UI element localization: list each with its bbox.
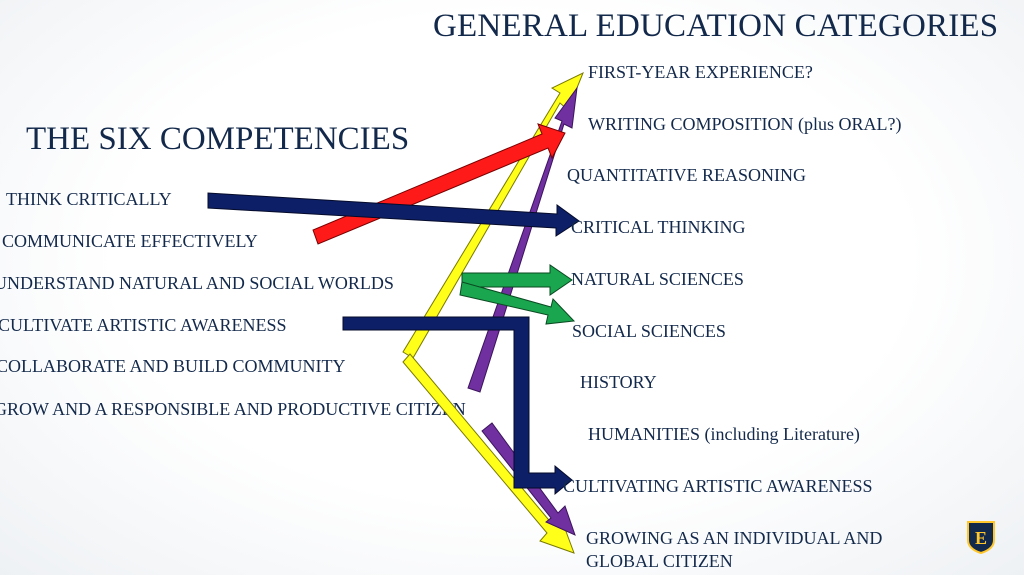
category-writing: WRITING COMPOSITION (plus ORAL?) [588,114,902,134]
svg-text:E: E [975,528,987,548]
category-humanities: HUMANITIES (including Literature) [588,424,860,444]
category-growing: GROWING AS AN INDIVIDUAL AND GLOBAL CITI… [586,528,883,571]
competency-citizen: GROW AND A RESPONSIBLE AND PRODUCTIVE CI… [0,399,466,419]
yellow-arrow-down [402,353,575,554]
category-natural-sciences: NATURAL SCIENCES [571,269,744,289]
competency-think-critically: THINK CRITICALLY [6,189,172,209]
competency-artistic: CULTIVATE ARTISTIC AWARENESS [0,315,287,335]
competencies-heading: THE SIX COMPETENCIES [26,121,410,157]
university-logo-icon: E [967,521,995,554]
green-arrow-social [459,281,576,325]
navy-arrow-artistic [342,316,573,496]
navy-arrow-critical-thinking [207,192,580,237]
competency-communicate: COMMUNICATE EFFECTIVELY [2,231,258,251]
category-social-sciences: SOCIAL SCIENCES [572,321,726,341]
category-first-year: FIRST-YEAR EXPERIENCE? [588,62,813,82]
category-critical-thinking: CRITICAL THINKING [571,217,746,237]
category-artistic: CULTIVATING ARTISTIC AWARENESS [563,476,873,496]
competency-natural-social: UNDERSTAND NATURAL AND SOCIAL WORLDS [0,273,394,293]
purple-arrow-up [467,86,578,393]
category-quantitative: QUANTITATIVE REASONING [567,165,807,185]
competency-collaborate: COLLABORATE AND BUILD COMMUNITY [0,356,346,376]
page-title: GENERAL EDUCATION CATEGORIES [433,8,999,44]
category-history: HISTORY [580,372,657,392]
